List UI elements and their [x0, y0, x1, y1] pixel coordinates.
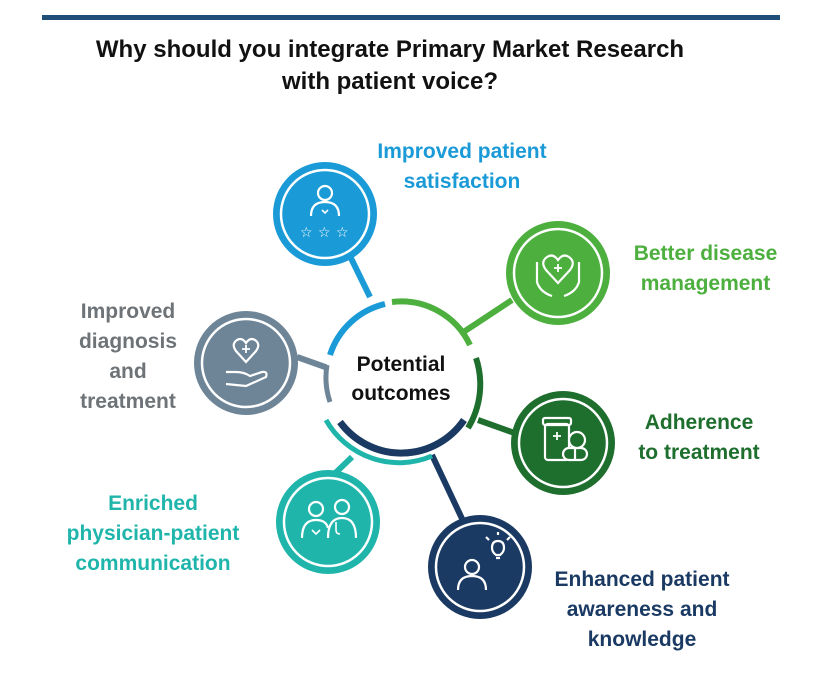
- label-line: to treatment: [638, 441, 760, 464]
- doctor-patient-icon: [300, 498, 358, 539]
- label-satisfaction: Improved patient satisfaction: [352, 137, 572, 197]
- label-line: Enhanced patient: [554, 568, 730, 591]
- label-line: Improved: [80, 300, 176, 323]
- label-line: Improved patient: [377, 140, 547, 163]
- hub-arc-awareness: [337, 418, 467, 457]
- svg-text:☆: ☆: [300, 225, 313, 241]
- label-line: diagnosis: [78, 330, 178, 353]
- center-hub: [323, 298, 484, 466]
- medication-pills-icon: [541, 416, 589, 462]
- label-line: Better disease: [633, 242, 778, 265]
- title-line-1: Why should you integrate Primary Market …: [95, 36, 685, 63]
- center-label-line-1: Potential: [356, 353, 446, 376]
- label-disease: Better disease management: [618, 239, 793, 299]
- label-line: physician-patient: [66, 522, 240, 545]
- hub-arc-satisfaction: [327, 301, 386, 356]
- hand-holding-heart-icon: [225, 337, 268, 388]
- label-communication: Enriched physician-patient communication: [48, 489, 258, 579]
- node-satisfaction: ☆ ☆ ☆: [273, 162, 377, 266]
- label-line: knowledge: [587, 628, 697, 651]
- label-line: awareness and: [566, 598, 718, 621]
- node-adherence: [511, 391, 615, 495]
- svg-text:☆: ☆: [336, 225, 349, 241]
- patient-rating-stars-icon: ☆ ☆ ☆: [300, 184, 349, 241]
- hub-arc-disease: [391, 298, 473, 347]
- node-diagnosis: [194, 311, 298, 415]
- svg-text:☆: ☆: [318, 225, 331, 241]
- label-awareness: Enhanced patient awareness and knowledge: [536, 565, 748, 655]
- hub-arc-adherence: [465, 357, 484, 430]
- connector-disease: [460, 297, 514, 336]
- label-line: treatment: [80, 390, 176, 413]
- label-line: and: [109, 360, 147, 383]
- person-lightbulb-icon: [456, 532, 511, 591]
- top-rule: [42, 15, 780, 20]
- hands-holding-heart-icon: [535, 254, 581, 298]
- label-line: Enriched: [108, 492, 198, 515]
- page-title: Why should you integrate Primary Market …: [30, 34, 750, 98]
- center-label: Potential outcomes: [338, 350, 464, 408]
- label-adherence: Adherence to treatment: [620, 408, 778, 468]
- node-awareness: [428, 515, 532, 619]
- connector-awareness: [429, 453, 468, 527]
- title-line-2: with patient voice?: [281, 68, 499, 95]
- node-communication: [276, 470, 380, 574]
- connector-satisfaction: [345, 250, 373, 299]
- label-line: management: [640, 272, 771, 295]
- label-line: Adherence: [644, 411, 754, 434]
- label-line: satisfaction: [403, 170, 521, 193]
- node-disease: [506, 221, 610, 325]
- hub-arc-diagnosis: [323, 364, 333, 403]
- center-label-line-2: outcomes: [351, 382, 451, 405]
- label-diagnosis: Improved diagnosis and treatment: [62, 297, 194, 417]
- label-line: communication: [75, 552, 231, 575]
- hub-arc-communication: [323, 418, 433, 466]
- connector-diagnosis: [295, 354, 330, 371]
